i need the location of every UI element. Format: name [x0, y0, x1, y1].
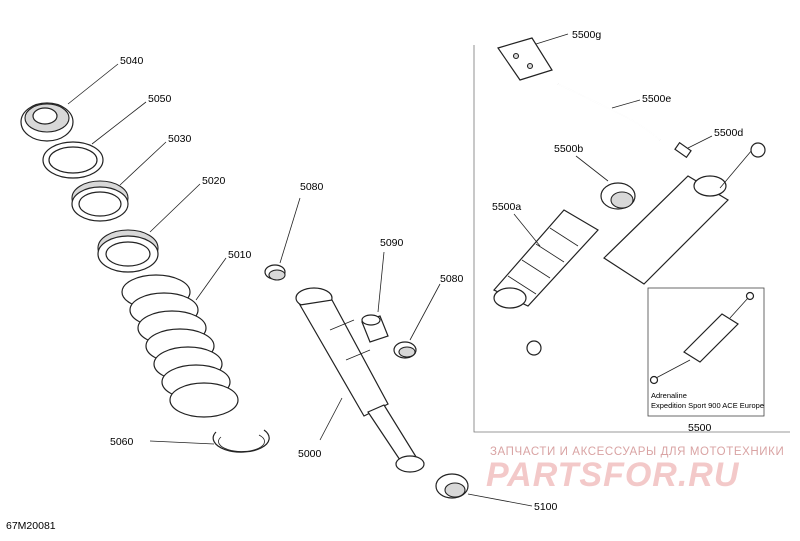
inset-label-model: Adrenaline — [651, 391, 687, 400]
part-5060-clip — [212, 429, 270, 453]
label-5040: 5040 — [120, 55, 144, 67]
part-5500a-boot — [493, 209, 599, 309]
label-5500b: 5500b — [554, 143, 583, 155]
part-5030-spacer — [71, 180, 129, 222]
label-5090: 5090 — [380, 237, 404, 249]
part-5500-shock — [526, 142, 766, 356]
part-5500b-ring — [600, 182, 636, 210]
part-5090-sleeve — [361, 314, 389, 343]
label-5030: 5030 — [168, 133, 192, 145]
part-5100-bushing — [435, 473, 469, 499]
label-5100: 5100 — [534, 501, 558, 513]
part-5000-shock-body — [295, 287, 425, 473]
label-5050: 5050 — [148, 93, 172, 105]
label-5500d: 5500d — [714, 127, 743, 139]
inset-label-variant: Expedition Sport 900 ACE Europe — [651, 401, 764, 410]
part-5500e-cable — [557, 83, 661, 141]
label-5080-right: 5080 — [440, 273, 464, 285]
part-5080-bushing-top — [264, 264, 286, 281]
label-5000: 5000 — [298, 448, 322, 460]
part-5050-ring — [42, 141, 104, 179]
part-5500g-bracket — [497, 37, 553, 81]
label-5080-top: 5080 — [300, 181, 324, 193]
part-5500d-fitting — [674, 141, 692, 159]
label-5500: 5500 — [688, 422, 712, 434]
label-5500a: 5500a — [492, 201, 521, 213]
label-5010: 5010 — [228, 249, 252, 261]
assembly-5500-frame — [473, 45, 790, 433]
drawing-code: 67M20081 — [6, 520, 56, 532]
label-5060: 5060 — [110, 436, 134, 448]
part-5040-spring-cap — [20, 102, 74, 142]
label-5020: 5020 — [202, 175, 226, 187]
part-5020-adjuster — [97, 229, 159, 273]
part-5080-bushing-right — [393, 341, 417, 359]
watermark-tagline: ЗАПЧАСТИ И АКСЕССУАРЫ ДЛЯ МОТОТЕХНИКИ — [490, 446, 784, 458]
watermark-brand: PARTSFOR.RU — [486, 456, 740, 494]
inset-panel: Adrenaline Expedition Sport 900 ACE Euro… — [647, 287, 765, 417]
label-5500e: 5500e — [642, 93, 671, 105]
part-5010-coil-spring — [121, 274, 239, 418]
label-5500g: 5500g — [572, 29, 601, 41]
